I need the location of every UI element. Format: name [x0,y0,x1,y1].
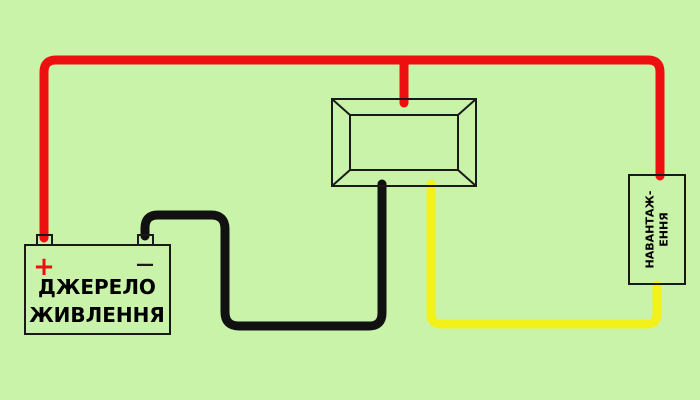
negative-wire [140,179,387,331]
load-label-line2: ЕННЯ [658,212,671,246]
meter-screen-frame [349,114,459,171]
meter-bevel-bl [331,169,351,187]
meter-bevel-tr [457,98,477,116]
meter-outer-frame [331,98,477,187]
power-source-label-line2: ЖИВЛЕННЯ [29,303,165,327]
battery-body [24,244,171,335]
meter-bevel-br [457,169,477,187]
load-body [628,174,686,285]
plus-sign: + [33,252,55,282]
signal-wire [426,179,662,329]
load: НАВАНТАЖ- ЕННЯ [628,174,686,285]
power-source-label-line1: ДЖЕРЕЛО [38,275,156,299]
minus-sign: — [136,254,154,275]
meter-display [331,98,477,187]
power-source: + — ДЖЕРЕЛО ЖИВЛЕННЯ [24,234,171,335]
load-label-line1: НАВАНТАЖ- [644,191,657,269]
meter-bevel-tl [331,98,351,116]
positive-wire-main [39,55,665,243]
